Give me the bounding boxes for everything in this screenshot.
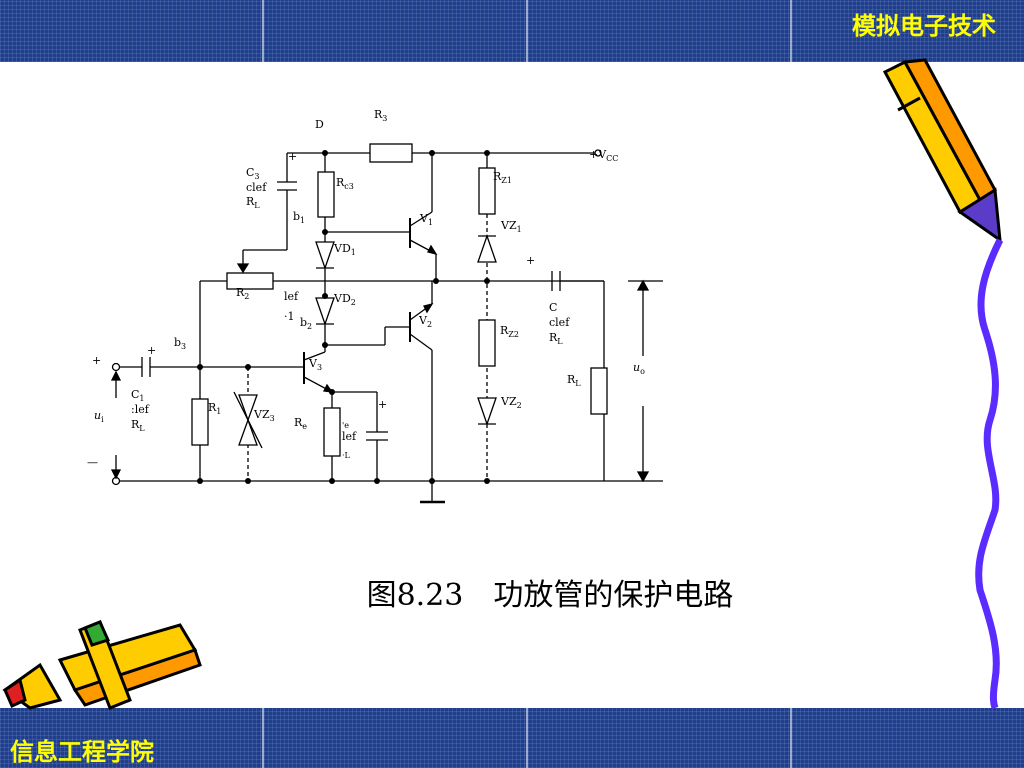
zener-vz2 <box>477 397 497 426</box>
label-l-e: ·L <box>342 451 351 460</box>
resistor-rz2 <box>478 319 496 367</box>
label-r2: R2 <box>236 286 249 301</box>
label-lef1: lef <box>284 290 299 303</box>
label-b3: b3 <box>174 336 186 351</box>
label-rl-c1: RL <box>131 418 145 433</box>
label-r3: R3 <box>374 108 387 123</box>
resistor-r3 <box>369 143 413 163</box>
label-vz1: VZ1 <box>500 219 522 234</box>
label-rc3: Rc3 <box>336 176 354 191</box>
label-v1: V1 <box>419 212 433 227</box>
label-vz2: VZ2 <box>500 395 522 410</box>
label-lef-e: lef <box>342 430 357 443</box>
label-dot1: ·1 <box>284 310 295 323</box>
label-re: Re <box>294 416 307 431</box>
label-plus-in: + <box>92 354 101 367</box>
zener-vz1 <box>477 234 497 263</box>
footer-band: 信息工程学院 <box>0 708 1024 768</box>
pencil-icon <box>2 620 202 710</box>
label-c3: C3 <box>246 166 260 181</box>
resistor-r1 <box>191 398 209 446</box>
label-plus-out: + <box>526 254 535 267</box>
resistor-re <box>323 407 341 457</box>
label-v2: V2 <box>418 314 432 329</box>
resistor-rc3 <box>317 171 335 218</box>
label-rl-load: RL <box>567 373 581 388</box>
school-name: 信息工程学院 <box>10 738 154 766</box>
label-v3: V3 <box>308 357 322 372</box>
label-plus-c1: + <box>147 344 156 357</box>
wavy-line <box>975 238 1004 710</box>
label-r1: R1 <box>208 401 221 416</box>
label-d: D <box>315 118 324 131</box>
label-vz3: VZ3 <box>253 408 275 423</box>
header-band: 模拟电子技术 <box>0 0 1024 62</box>
label-vd1: VD1 <box>333 242 356 257</box>
label-minus-in: — <box>87 456 98 469</box>
resistor-rl <box>590 367 608 415</box>
label-b2: b2 <box>300 316 312 331</box>
diode-vd1 <box>315 241 335 270</box>
figure-caption: 图8.23 功放管的保护电路 <box>366 578 734 613</box>
label-uo: uo <box>633 361 645 376</box>
diode-vd2 <box>315 297 335 326</box>
label-clef1: clef <box>246 181 267 194</box>
zener-vz3 <box>238 394 258 422</box>
label-ui: ui <box>94 409 104 424</box>
label-lef-c1: :lef <box>131 403 150 416</box>
label-plus-top: + <box>288 150 297 163</box>
course-title: 模拟电子技术 <box>852 12 996 40</box>
label-vd2: VD2 <box>333 292 356 307</box>
label-rl1: RL <box>246 195 260 210</box>
label-plus-ce: + <box>378 398 387 411</box>
label-clef2: clef <box>549 316 570 329</box>
label-rz1: RZ1 <box>493 170 512 185</box>
label-rz2: RZ2 <box>500 324 519 339</box>
potentiometer-r2 <box>226 272 274 290</box>
label-vcc: +VCC <box>589 148 618 163</box>
label-rl2: RL <box>549 331 563 346</box>
pencil-icon <box>882 58 1002 244</box>
label-c1: C1 <box>131 388 145 403</box>
label-b1: b1 <box>293 210 305 225</box>
label-c-out: C <box>549 301 557 314</box>
label-re-small: 'e <box>342 421 349 430</box>
